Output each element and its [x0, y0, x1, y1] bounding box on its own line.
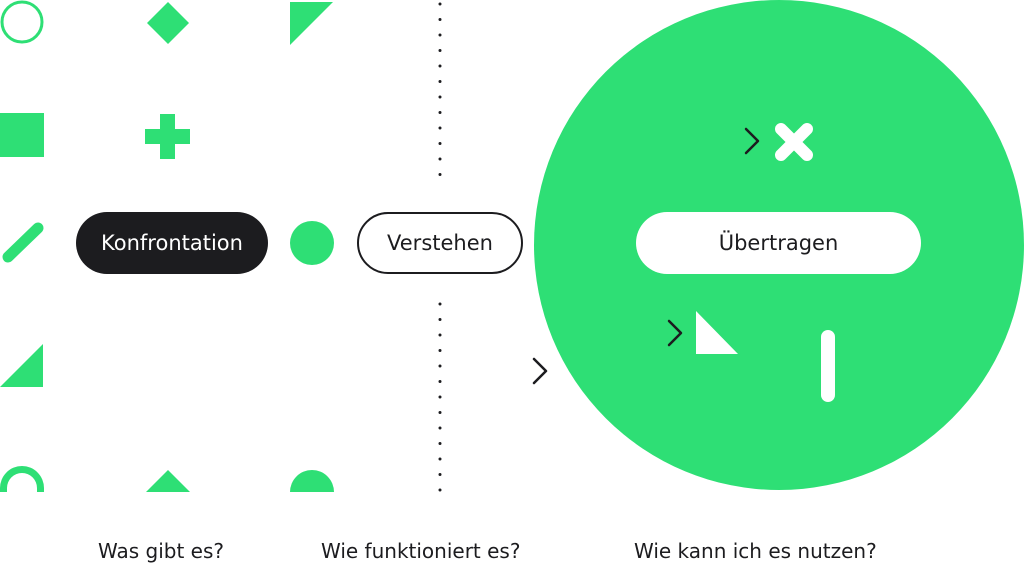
arrow-to-circle	[170, 357, 548, 385]
circle-shape	[290, 221, 334, 265]
plus-shape	[145, 114, 190, 159]
konfrontation-pill: Konfrontation	[76, 212, 268, 274]
circle-outline-shape	[0, 0, 44, 44]
half-circle-shape	[290, 470, 334, 492]
arrow-to-triangle	[318, 319, 683, 347]
triangle-shape-left	[0, 344, 43, 387]
question-what: Was gibt es?	[98, 539, 225, 563]
slash-shape	[2, 222, 44, 263]
triangle-shape-bottom	[146, 470, 190, 492]
verstehen-pill: Verstehen	[357, 212, 523, 274]
uebertragen-pill: Übertragen	[636, 212, 921, 274]
square-shape	[0, 113, 44, 157]
cross-shape	[775, 123, 813, 161]
question-how: Wie funktioniert es?	[321, 539, 521, 563]
arch-shape	[0, 466, 44, 492]
diamond-shape	[147, 2, 189, 44]
arrow-to-cross	[318, 127, 760, 155]
question-use: Wie kann ich es nutzen?	[634, 539, 877, 563]
transformed-triangle-shape	[696, 311, 738, 354]
bar-shape	[821, 330, 835, 402]
uebertragen-label: Übertragen	[718, 231, 839, 255]
triangle-shape	[290, 2, 333, 45]
konfrontation-label: Konfrontation	[101, 231, 243, 255]
verstehen-label: Verstehen	[387, 231, 493, 255]
